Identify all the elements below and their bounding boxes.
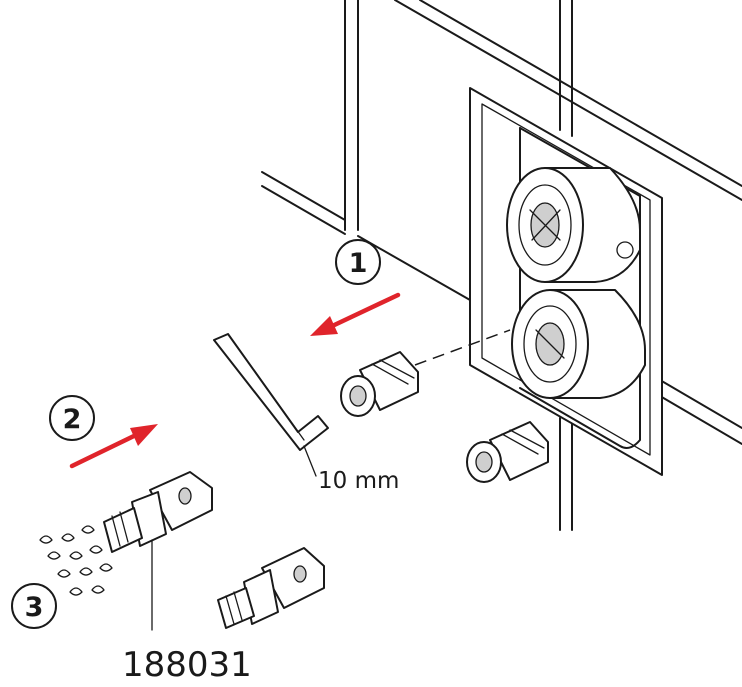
step-1-badge: 1 [335, 239, 381, 285]
part-number-label: 188031 [122, 645, 252, 685]
step-2-badge: 2 [49, 395, 95, 441]
upper-removed-stop [340, 351, 419, 417]
hex-key-icon [213, 333, 329, 451]
red-arrow-right [69, 424, 158, 469]
wall-tiles [261, 0, 742, 531]
wrench-leader-line [303, 445, 317, 477]
lower-cartridge [511, 289, 646, 399]
service-tool-188031 [103, 471, 213, 553]
water-drops-icon [39, 525, 113, 596]
step-3-badge: 3 [11, 583, 57, 629]
step-2-number: 2 [63, 404, 82, 435]
upper-cartridge [506, 167, 641, 283]
step-1-number: 1 [349, 248, 368, 279]
alignment-line [414, 329, 511, 366]
step-3-number: 3 [25, 592, 44, 623]
service-tool-spare [217, 547, 325, 629]
wrench-size-label: 10 mm [318, 468, 399, 494]
lower-removed-stop [466, 421, 549, 483]
red-arrow-left [310, 292, 401, 336]
